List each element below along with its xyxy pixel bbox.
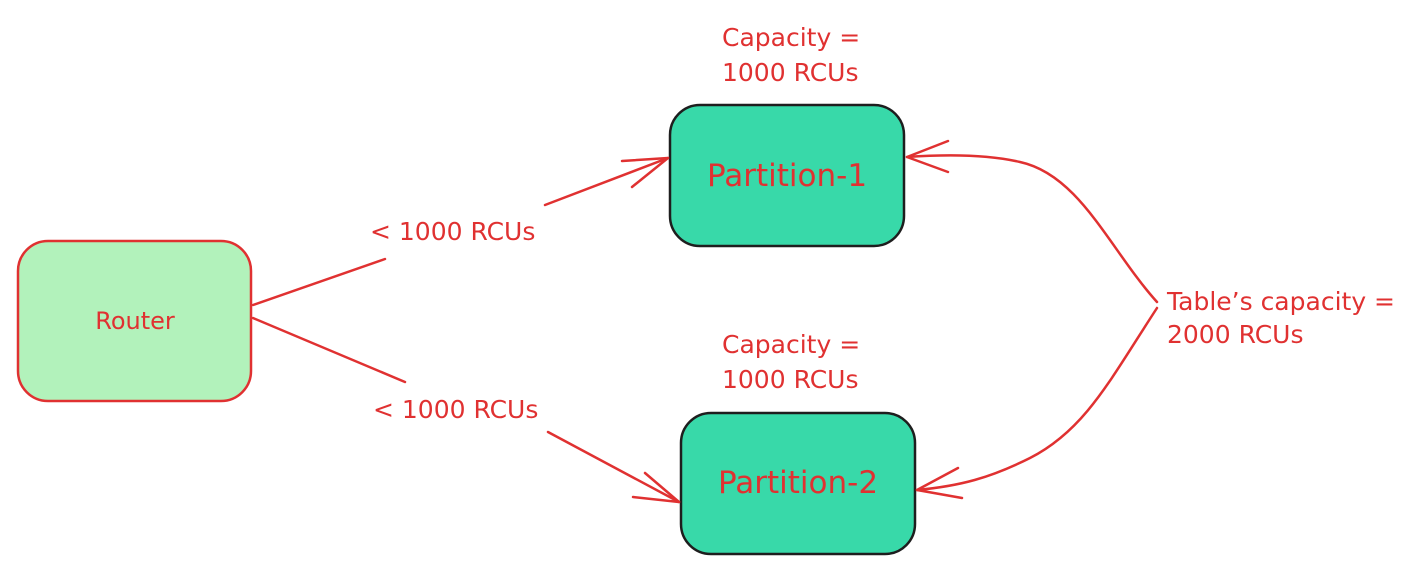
partition-2-capacity-line-1: Capacity = (722, 330, 860, 359)
partition-2-label: Partition-2 (718, 465, 878, 501)
table-capacity-line-1: Table’s capacity = (1166, 287, 1395, 316)
edge-router-to-partition-1-segment-a (251, 257, 387, 307)
arrowhead-partition-2-icon (631, 471, 681, 504)
edge-router-to-partition-1-segment-b (543, 156, 670, 207)
bracket-upper-curve (905, 154, 1159, 304)
edge-router-to-partition-2-segment-b (546, 430, 681, 504)
bracket-lower-curve (915, 306, 1159, 492)
arrowhead-bracket-upper-icon (905, 139, 950, 174)
partition-2-box (679, 411, 917, 556)
table-capacity-bracket[interactable] (905, 139, 1159, 500)
arrowhead-partition-1-icon (620, 156, 670, 189)
edge-router-to-partition-2[interactable] (251, 316, 681, 504)
edge-to-partition-2-label: < 1000 RCUs (373, 395, 538, 424)
router-box (16, 239, 253, 403)
router-node[interactable]: Router (16, 239, 253, 403)
partition-1-capacity-line-1: Capacity = (722, 23, 860, 52)
edge-router-to-partition-2-segment-a (251, 316, 407, 384)
partition-1-label: Partition-1 (707, 158, 867, 194)
arrowhead-bracket-lower-icon (915, 466, 964, 500)
edge-router-to-partition-1[interactable] (251, 156, 670, 307)
partition-2-capacity-line-2: 1000 RCUs (722, 365, 858, 394)
router-label: Router (95, 307, 175, 335)
partition-1-capacity-line-2: 1000 RCUs (722, 58, 858, 87)
table-capacity-line-2: 2000 RCUs (1167, 320, 1303, 349)
partition-1-node[interactable]: Partition-1 (668, 103, 906, 248)
edge-to-partition-1-label: < 1000 RCUs (370, 217, 535, 246)
partition-2-node[interactable]: Partition-2 (679, 411, 917, 556)
partition-1-box (668, 103, 906, 248)
